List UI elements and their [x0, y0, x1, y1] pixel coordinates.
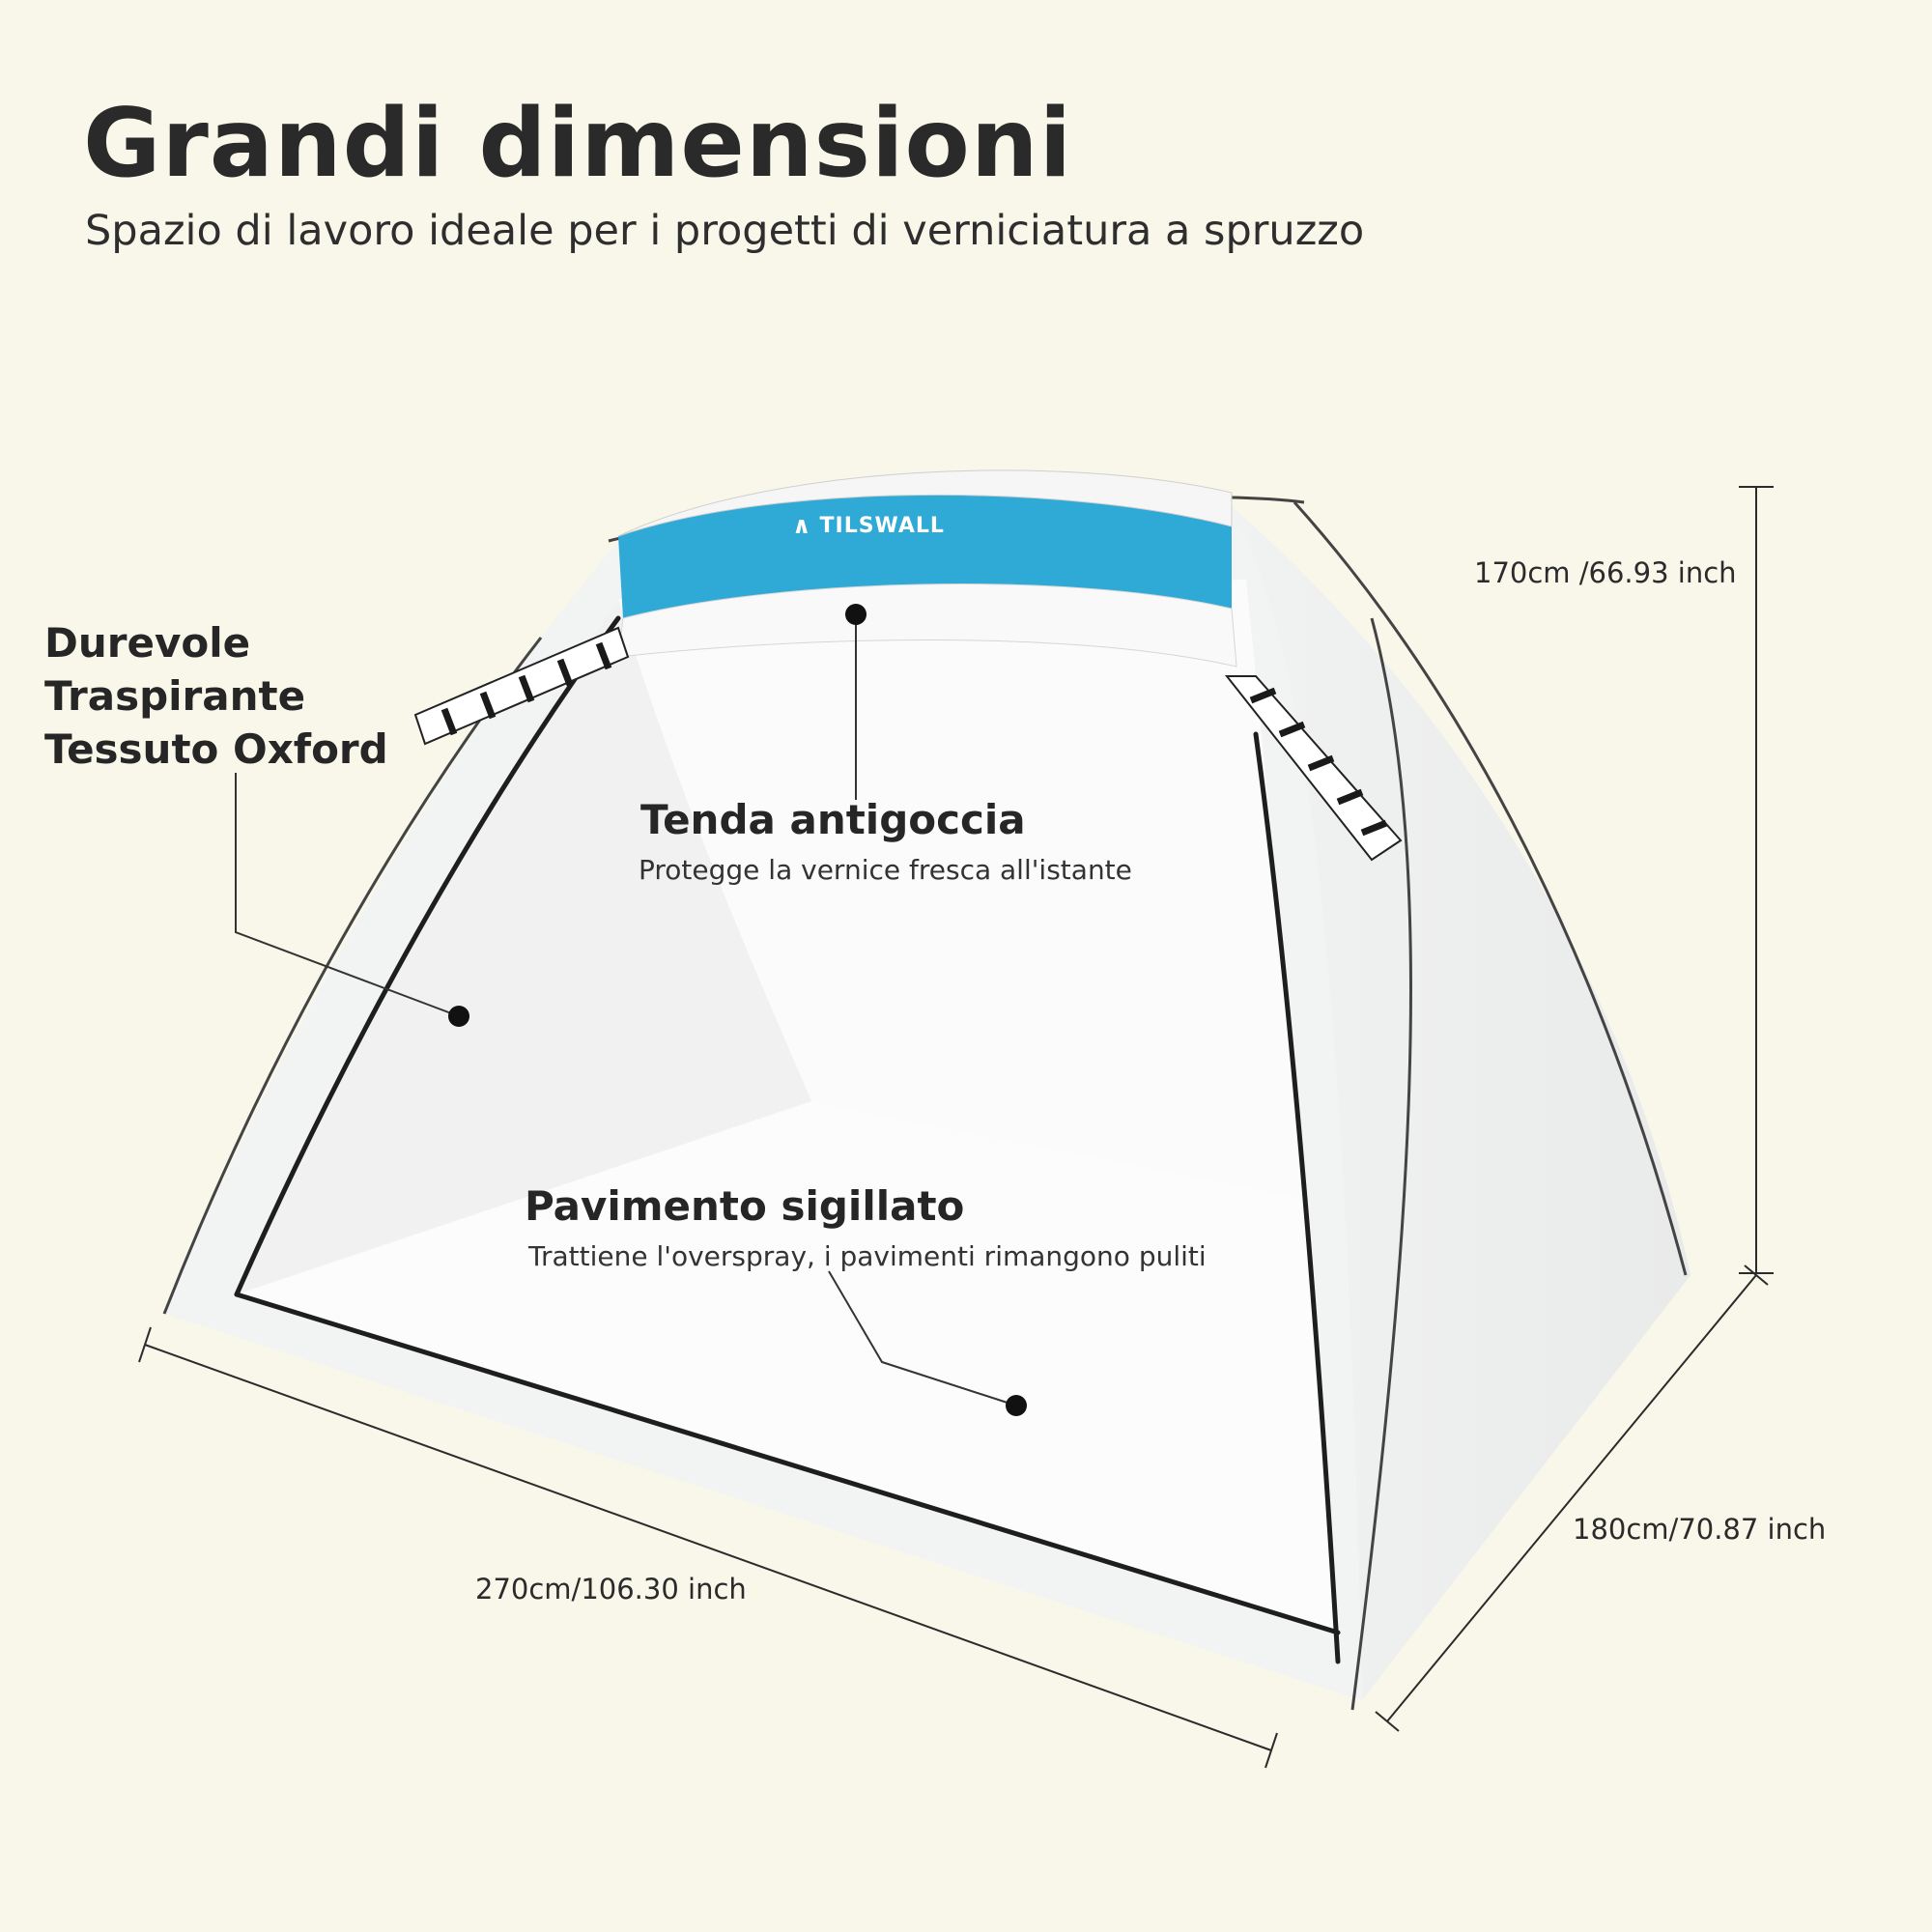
floor-title: Pavimento sigillato	[525, 1182, 965, 1230]
floor-leader-line	[828, 1270, 1017, 1406]
drip-callout-dot	[845, 604, 867, 625]
brand-logo: ∧ TILSWALL	[792, 512, 945, 539]
door-flap-left	[413, 626, 630, 746]
depth-dimension-label: 180cm/70.87 inch	[1573, 1513, 1827, 1546]
fabric-callout-dot	[448, 1006, 469, 1027]
tent-floor	[237, 1101, 1338, 1633]
fabric-callout: Durevole Traspirante Tessuto Oxford	[44, 616, 388, 776]
page-subtitle: Spazio di lavoro ideale per i progetti d…	[85, 207, 1365, 255]
tilswall-logo-icon: ∧	[792, 512, 812, 539]
drip-tent-title: Tenda antigoccia	[640, 796, 1026, 843]
drip-curtain	[617, 583, 1237, 668]
fabric-leader-line	[235, 773, 460, 1017]
floor-callout-dot	[1006, 1395, 1027, 1416]
frame-pole-front-left	[234, 615, 621, 1297]
tent-interior-back	[618, 580, 1304, 1198]
tent-interior-left	[237, 599, 811, 1294]
fabric-callout-line-1: Durevole	[44, 619, 251, 667]
floor-desc: Trattiene l'overspray, i pavimenti riman…	[528, 1240, 1207, 1272]
drip-tent-desc: Protegge la vernice fresca all'istante	[639, 854, 1132, 886]
depth-dimension-line	[1386, 1274, 1757, 1722]
width-dimension-line	[144, 1344, 1272, 1751]
brand-name: TILSWALL	[819, 513, 945, 538]
page-title: Grandi dimensioni	[83, 89, 1073, 199]
canopy-top	[617, 469, 1233, 537]
door-flap-right	[1224, 675, 1403, 862]
height-dimension-label: 170cm /66.93 inch	[1474, 556, 1737, 589]
fabric-callout-line-3: Tessuto Oxford	[44, 725, 388, 773]
frame-pole-outer-right	[1293, 500, 1688, 1276]
width-dimension-label: 270cm/106.30 inch	[475, 1573, 747, 1605]
frame-pole-mid-right	[1350, 617, 1412, 1711]
frame-pole-floor-front	[234, 1292, 1341, 1635]
fabric-callout-line-2: Traspirante	[44, 672, 306, 720]
frame-pole-front-right	[1253, 731, 1341, 1664]
